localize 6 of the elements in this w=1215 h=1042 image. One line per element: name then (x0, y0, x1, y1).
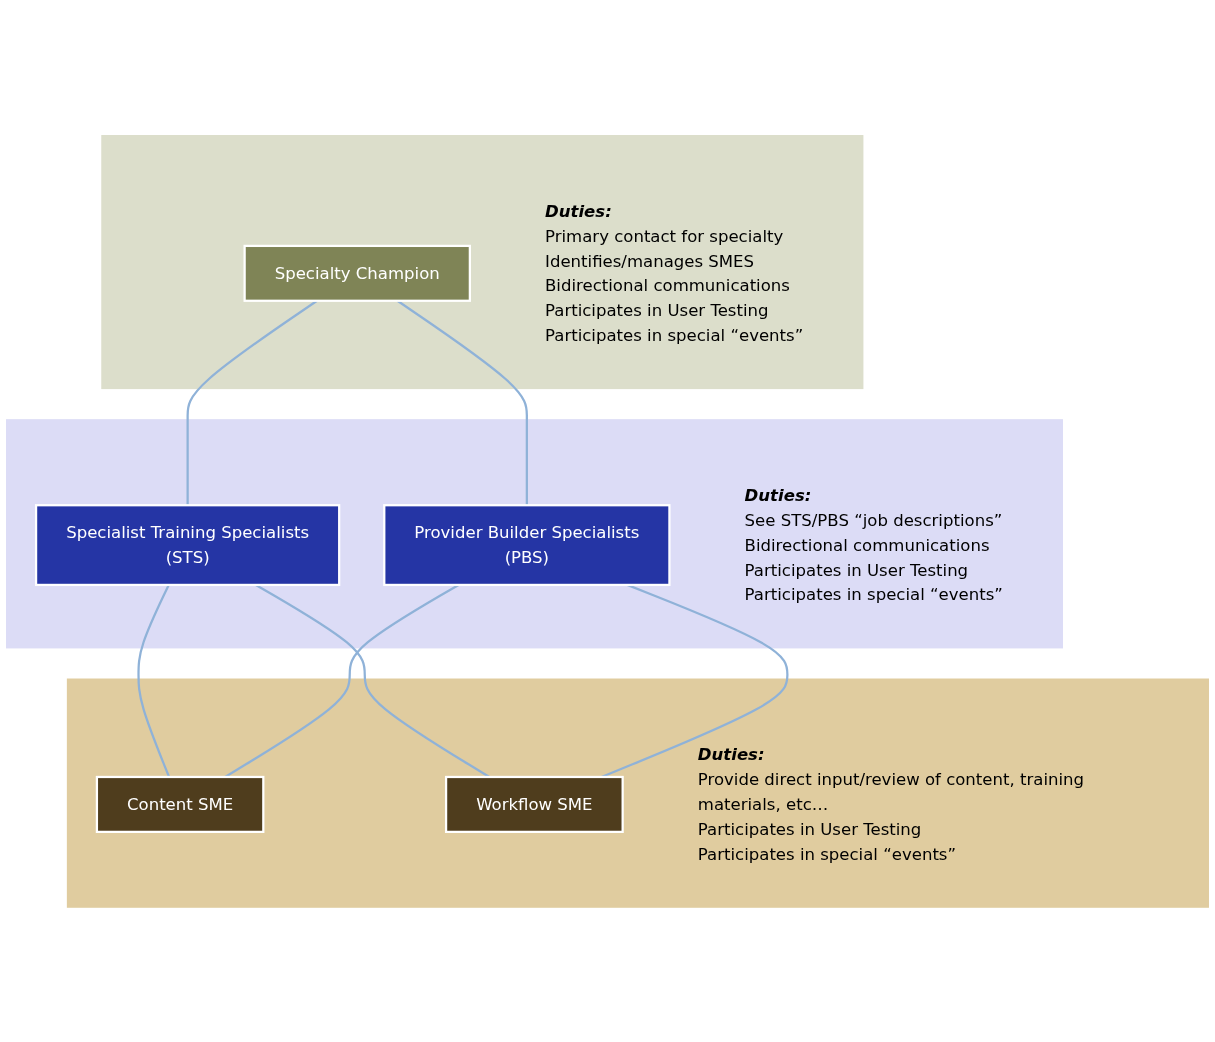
node-box: Provider Builder Specialists (PBS) (383, 503, 671, 586)
node-box: Specialty Champion (243, 244, 471, 302)
node-box: Specialist Training Specialists (STS) (34, 503, 341, 586)
node-box: Content SME (95, 775, 265, 833)
connector (137, 584, 171, 777)
node-box: Workflow SME (444, 775, 624, 833)
